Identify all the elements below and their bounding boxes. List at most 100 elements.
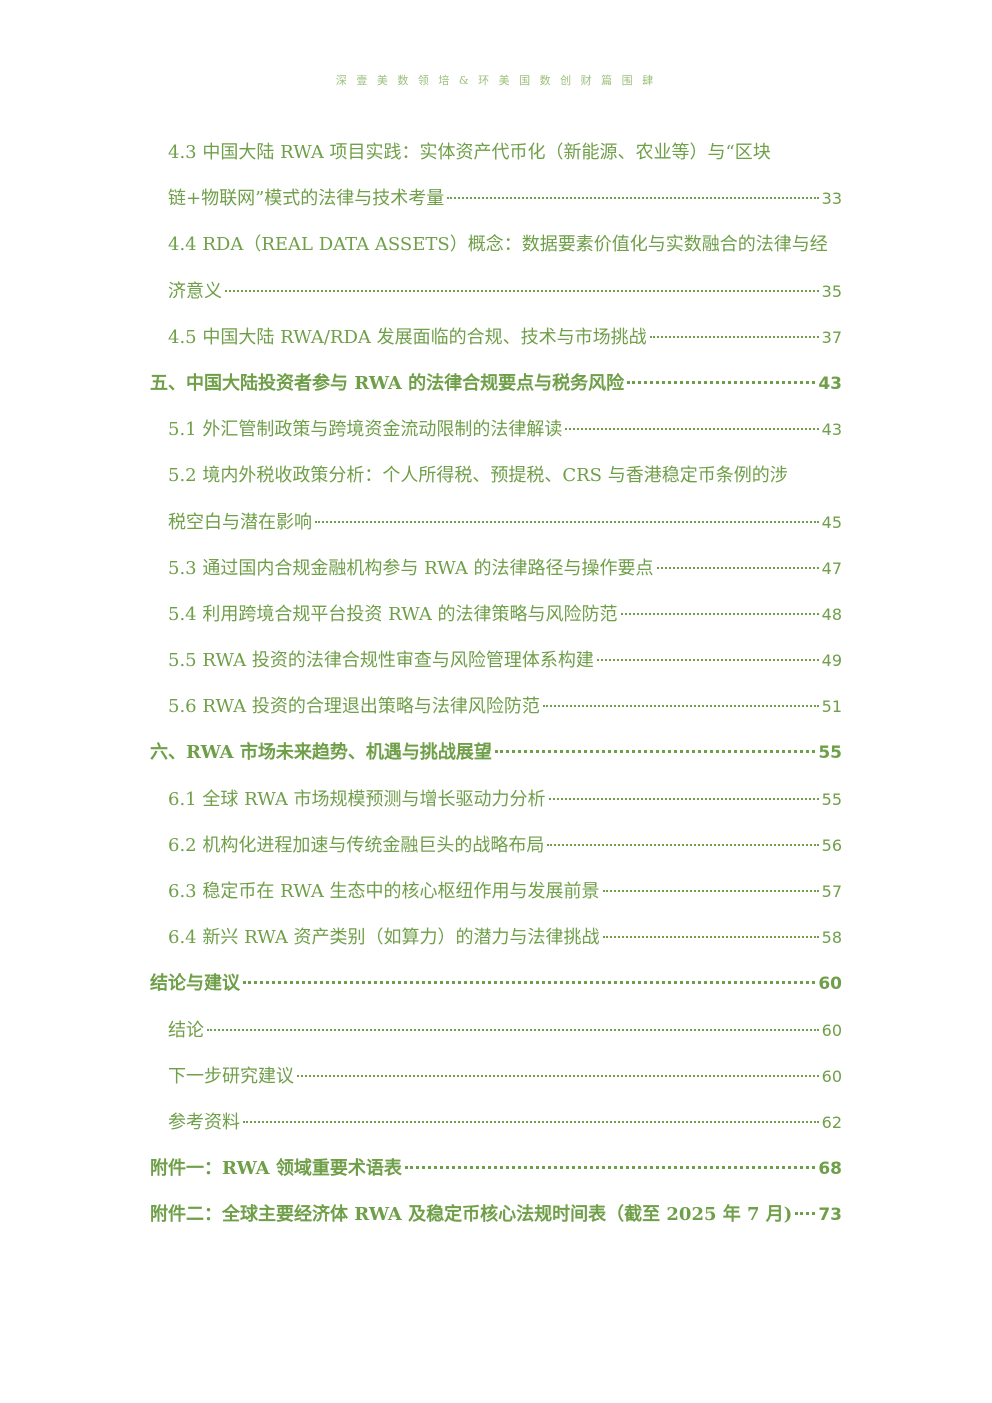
toc-line: 4.5 中国大陆 RWA/RDA 发展面临的合规、技术与市场挑战 37 (168, 323, 842, 349)
dot-leader (547, 843, 819, 846)
toc-page-number: 60 (821, 1020, 842, 1040)
toc-title: 链+物联网”模式的法律与技术考量 (168, 188, 445, 210)
dot-leader (447, 197, 819, 200)
dot-leader (620, 612, 819, 615)
toc-title: 6.1 全球 RWA 市场规模预测与增长驱动力分析 (168, 788, 546, 810)
toc-entry[interactable]: 下一步研究建议 60 (150, 1052, 842, 1098)
toc-line: 4.3 中国大陆 RWA 项目实践：实体资产代币化（新能源、农业等）与“区块 (168, 138, 842, 164)
toc-entry[interactable]: 结论与建议 60 (150, 959, 842, 1005)
toc-title: 附件一：RWA 领域重要术语表 (150, 1158, 402, 1180)
toc-title: 参考资料 (168, 1111, 240, 1133)
toc-page-number: 68 (818, 1159, 842, 1180)
toc-entry[interactable]: 参考资料 62 (150, 1098, 842, 1144)
dot-leader (656, 566, 819, 569)
toc-line: 下一步研究建议 60 (168, 1062, 842, 1088)
table-of-contents: 4.3 中国大陆 RWA 项目实践：实体资产代币化（新能源、农业等）与“区块链+… (150, 128, 842, 1237)
toc-title: 下一步研究建议 (168, 1065, 294, 1087)
toc-line: 附件二：全球主要经济体 RWA 及稳定币核心法规时间表（截至 2025 年 7 … (150, 1200, 842, 1226)
toc-line: 5.5 RWA 投资的法律合规性审查与风险管理体系构建 49 (168, 646, 842, 672)
toc-line: 结论 60 (168, 1016, 842, 1042)
toc-line: 6.1 全球 RWA 市场规模预测与增长驱动力分析 55 (168, 785, 842, 811)
toc-entry[interactable]: 6.4 新兴 RWA 资产类别（如算力）的潜力与法律挑战 58 (150, 913, 842, 959)
toc-title: 6.4 新兴 RWA 资产类别（如算力）的潜力与法律挑战 (168, 927, 600, 949)
toc-page-number: 37 (821, 327, 842, 347)
toc-title: 结论与建议 (150, 973, 240, 995)
toc-title: 5.3 通过国内合规金融机构参与 RWA 的法律路径与操作要点 (168, 557, 654, 579)
toc-page-number: 58 (821, 928, 842, 948)
toc-entry[interactable]: 4.3 中国大陆 RWA 项目实践：实体资产代币化（新能源、农业等）与“区块 (150, 128, 842, 174)
toc-entry[interactable]: 4.4 RDA（REAL DATA ASSETS）概念：数据要素价值化与实数融合… (150, 220, 842, 266)
toc-entry[interactable]: 附件二：全球主要经济体 RWA 及稳定币核心法规时间表（截至 2025 年 7 … (150, 1190, 842, 1236)
toc-page-number: 43 (821, 420, 842, 440)
toc-line: 参考资料 62 (168, 1108, 842, 1134)
toc-page-number: 47 (821, 558, 842, 578)
toc-title: 4.5 中国大陆 RWA/RDA 发展面临的合规、技术与市场挑战 (168, 326, 647, 348)
dot-leader (315, 520, 819, 523)
toc-entry[interactable]: 五、中国大陆投资者参与 RWA 的法律合规要点与税务风险 43 (150, 359, 842, 405)
toc-title: 5.4 利用跨境合规平台投资 RWA 的法律策略与风险防范 (168, 603, 618, 625)
dot-leader (297, 1074, 819, 1077)
toc-page-number: 45 (821, 512, 842, 532)
dot-leader (596, 659, 819, 662)
toc-entry[interactable]: 5.6 RWA 投资的合理退出策略与法律风险防范 51 (150, 682, 842, 728)
toc-page-number: 57 (821, 882, 842, 901)
toc-page-number: 49 (821, 651, 842, 671)
toc-page-number: 55 (821, 789, 842, 809)
toc-page-number: 56 (821, 835, 842, 855)
toc-title: 4.3 中国大陆 RWA 项目实践：实体资产代币化（新能源、农业等）与“区块 (168, 142, 771, 163)
toc-line: 税空白与潜在影响 45 (168, 508, 842, 534)
dot-leader (602, 936, 819, 939)
toc-entry[interactable]: 5.3 通过国内合规金融机构参与 RWA 的法律路径与操作要点 47 (150, 544, 842, 590)
toc-title: 六、RWA 市场未来趋势、机遇与挑战展望 (150, 742, 492, 764)
toc-entry[interactable]: 5.2 境内外税收政策分析：个人所得税、预提税、CRS 与香港稳定币条例的涉 (150, 451, 842, 497)
toc-line: 6.4 新兴 RWA 资产类别（如算力）的潜力与法律挑战 58 (168, 923, 842, 949)
toc-entry[interactable]: 6.2 机构化进程加速与传统金融巨头的战略布局 56 (150, 821, 842, 867)
toc-page-number: 60 (821, 1066, 842, 1086)
toc-title: 税空白与潜在影响 (168, 511, 312, 533)
toc-line: 6.2 机构化进程加速与传统金融巨头的战略布局 56 (168, 831, 842, 857)
toc-page-number: 62 (821, 1112, 842, 1132)
toc-title: 6.2 机构化进程加速与传统金融巨头的战略布局 (168, 834, 545, 856)
toc-line: 结论与建议 60 (150, 969, 842, 995)
toc-title: 济意义 (168, 280, 222, 302)
toc-entry[interactable]: 附件一：RWA 领域重要术语表 68 (150, 1144, 842, 1190)
toc-title: 5.5 RWA 投资的法律合规性审查与风险管理体系构建 (168, 650, 594, 672)
toc-line: 五、中国大陆投资者参与 RWA 的法律合规要点与税务风险 43 (150, 369, 842, 395)
toc-entry[interactable]: 5.5 RWA 投资的法律合规性审查与风险管理体系构建 49 (150, 636, 842, 682)
dot-leader (404, 1166, 816, 1170)
dot-leader (243, 1120, 819, 1123)
toc-line: 附件一：RWA 领域重要术语表 68 (150, 1154, 842, 1180)
toc-entry[interactable]: 结论 60 (150, 1006, 842, 1052)
dot-leader (565, 428, 819, 431)
toc-page-number: 43 (818, 373, 842, 394)
toc-title: 五、中国大陆投资者参与 RWA 的法律合规要点与税务风险 (150, 372, 625, 394)
toc-line: 5.6 RWA 投资的合理退出策略与法律风险防范 51 (168, 692, 842, 718)
toc-page-number: 73 (818, 1205, 842, 1226)
toc-title: 5.6 RWA 投资的合理退出策略与法律风险防范 (168, 696, 540, 718)
toc-title: 结论 (168, 1019, 204, 1041)
toc-page-number: 60 (818, 974, 842, 995)
page-header: 深 壹 美 数 领 培 & 环 美 国 数 创 财 篇 围 肆 (335, 74, 657, 87)
toc-page-number: 51 (821, 697, 842, 717)
toc-title: 附件二：全球主要经济体 RWA 及稳定币核心法规时间表（截至 2025 年 7 … (150, 1204, 793, 1226)
toc-entry[interactable]: 税空白与潜在影响 45 (150, 498, 842, 544)
toc-line: 5.3 通过国内合规金融机构参与 RWA 的法律路径与操作要点 47 (168, 554, 842, 580)
toc-line: 5.2 境内外税收政策分析：个人所得税、预提税、CRS 与香港稳定币条例的涉 (168, 461, 842, 487)
toc-entry[interactable]: 4.5 中国大陆 RWA/RDA 发展面临的合规、技术与市场挑战 37 (150, 313, 842, 359)
dot-leader (225, 289, 819, 292)
dot-leader (795, 1212, 816, 1216)
toc-entry[interactable]: 6.1 全球 RWA 市场规模预测与增长驱动力分析 55 (150, 775, 842, 821)
toc-title: 5.2 境内外税收政策分析：个人所得税、预提税、CRS 与香港稳定币条例的涉 (168, 465, 788, 487)
